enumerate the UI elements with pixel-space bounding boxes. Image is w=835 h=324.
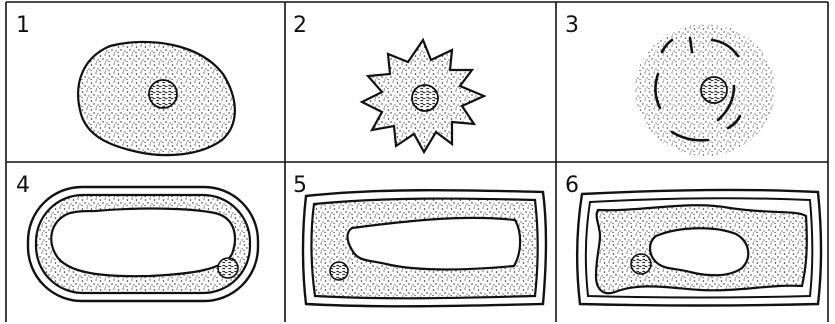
panel-number-2: 2 (293, 13, 307, 38)
cell-5-nucleus (330, 262, 348, 280)
panel-1: 1 (16, 13, 235, 155)
cell-2-nucleus (412, 85, 438, 111)
panel-number-4: 4 (16, 173, 30, 198)
cell-4-nucleus (218, 258, 238, 278)
cell-4-vacuole (51, 209, 235, 277)
panel-number-5: 5 (293, 173, 307, 198)
panel-4: 4 (16, 173, 258, 301)
cell-5-vacuole (348, 218, 521, 270)
panel-number-1: 1 (16, 13, 30, 38)
cell-1-nucleus (149, 80, 177, 108)
cell-3-nucleus (701, 77, 727, 103)
panel-number-3: 3 (565, 13, 579, 38)
panel-6: 6 (565, 173, 821, 306)
panel-number-6: 6 (565, 173, 579, 198)
cell-6-vacuole (650, 228, 748, 275)
cell-6-nucleus (631, 254, 651, 274)
panel-5: 5 (293, 173, 546, 306)
panel-2: 2 (293, 13, 484, 152)
panel-3: 3 (565, 13, 775, 156)
